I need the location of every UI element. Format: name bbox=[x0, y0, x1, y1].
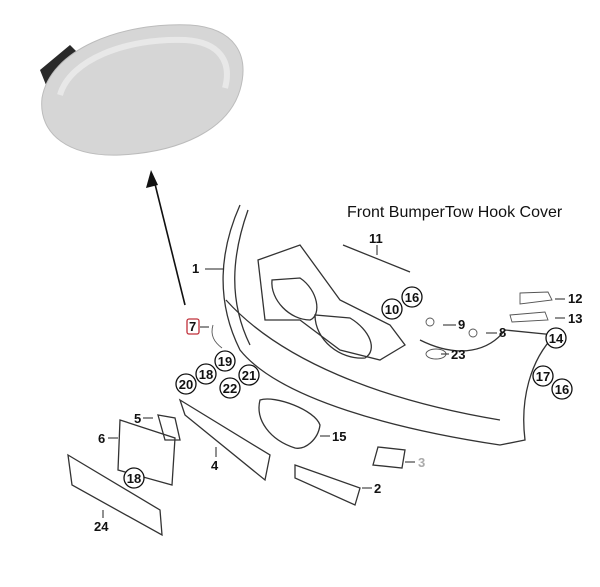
svg-text:20: 20 bbox=[179, 377, 193, 392]
svg-text:7: 7 bbox=[189, 319, 196, 334]
callout-14: 14 bbox=[545, 327, 567, 349]
diagram-title: Front BumperTow Hook Cover bbox=[347, 204, 563, 221]
callout-6: 6 bbox=[98, 431, 105, 446]
arrow-icon bbox=[146, 170, 186, 306]
callout-15: 15 bbox=[332, 429, 346, 444]
callout-5: 5 bbox=[134, 411, 141, 426]
svg-text:19: 19 bbox=[218, 354, 232, 369]
callout-17: 17 bbox=[532, 365, 554, 387]
callout-18-upper: 18 bbox=[195, 363, 217, 385]
leader-lines bbox=[102, 245, 565, 518]
svg-text:18: 18 bbox=[127, 471, 141, 486]
svg-text:16: 16 bbox=[555, 382, 569, 397]
callout-3: 3 bbox=[418, 455, 425, 470]
callout-24: 24 bbox=[94, 519, 109, 534]
svg-text:21: 21 bbox=[242, 368, 256, 383]
tow-hook-cover-image bbox=[40, 24, 244, 156]
svg-text:18: 18 bbox=[199, 367, 213, 382]
callout-4: 4 bbox=[211, 458, 219, 473]
callout-9: 9 bbox=[458, 317, 465, 332]
callout-20: 20 bbox=[175, 373, 197, 395]
callout-13: 13 bbox=[568, 311, 582, 326]
callout-23: 23 bbox=[451, 347, 465, 362]
callout-10: 10 bbox=[381, 298, 403, 320]
callout-16-top: 16 bbox=[401, 286, 423, 308]
callout-21: 21 bbox=[238, 364, 260, 386]
callout-11: 11 bbox=[369, 231, 383, 246]
callout-22: 22 bbox=[219, 377, 241, 399]
callout-18-lower: 18 bbox=[123, 467, 145, 489]
callout-12: 12 bbox=[568, 291, 582, 306]
callout-16-right: 16 bbox=[551, 378, 573, 400]
svg-text:16: 16 bbox=[405, 290, 419, 305]
svg-text:22: 22 bbox=[223, 381, 237, 396]
svg-text:17: 17 bbox=[536, 369, 550, 384]
callout-19: 19 bbox=[214, 350, 236, 372]
callout-1: 1 bbox=[192, 261, 199, 276]
svg-text:10: 10 bbox=[385, 302, 399, 317]
bumper-drawing bbox=[67, 204, 557, 537]
svg-text:14: 14 bbox=[549, 331, 564, 346]
callout-7-highlighted: 7 bbox=[186, 318, 209, 335]
callout-2: 2 bbox=[374, 481, 381, 496]
callout-8: 8 bbox=[499, 325, 506, 340]
